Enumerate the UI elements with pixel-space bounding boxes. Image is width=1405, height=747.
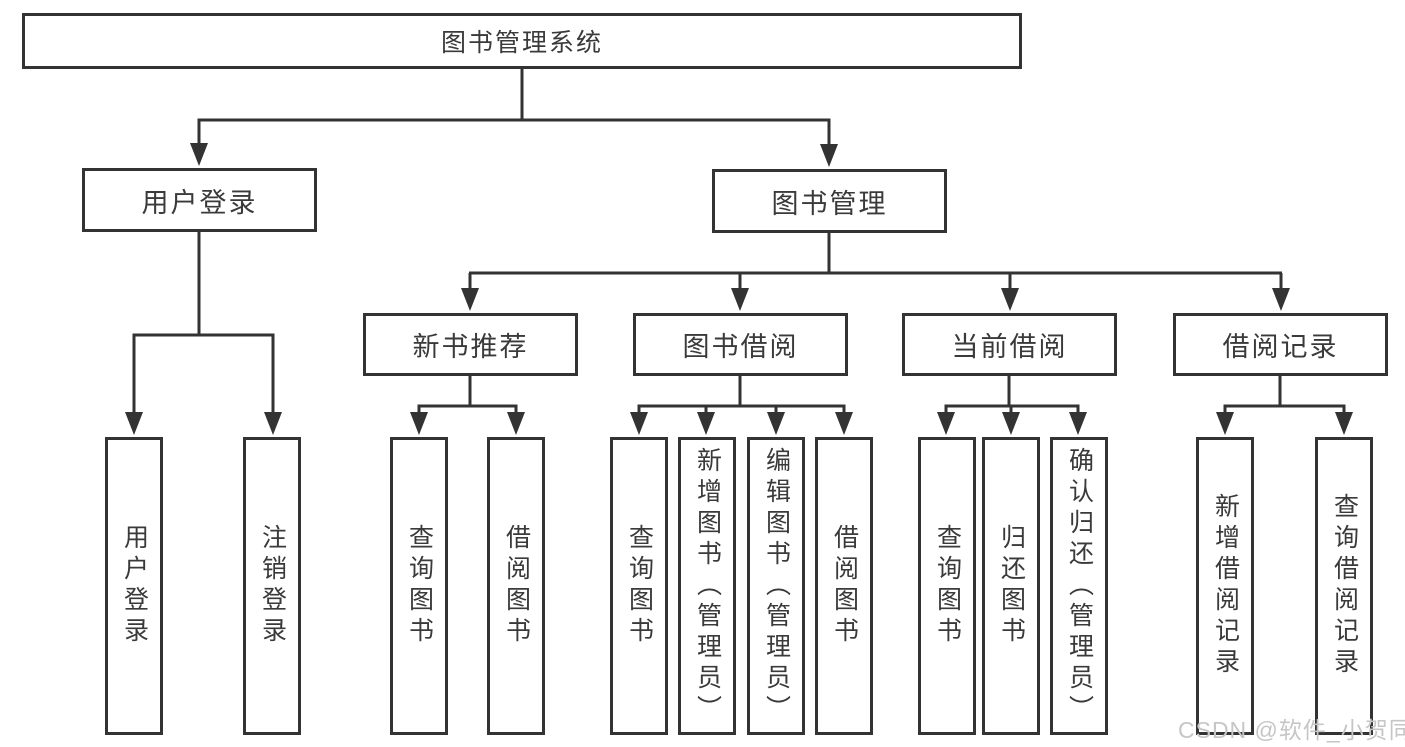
leaf-current-confirm-return-label: 确认归还（管理员） (1065, 446, 1094, 726)
node-borrow-records-label: 借阅记录 (1222, 332, 1339, 362)
leaf-borrow-edit-book-label: 编辑图书（管理员） (762, 446, 791, 726)
node-user-login-label: 用户登录 (141, 187, 258, 218)
leaf-current-query-label: 查询图书 (933, 524, 962, 648)
node-book-management: 图书管理 (712, 169, 947, 233)
leaf-user-login-label: 用户登录 (120, 524, 149, 648)
node-book-borrow-label: 图书借阅 (682, 332, 799, 362)
node-current-borrow: 当前借阅 (902, 313, 1117, 376)
leaf-current-query: 查询图书 (918, 437, 976, 735)
leaf-records-query: 查询借阅记录 (1315, 437, 1373, 735)
leaf-borrow-query-label: 查询图书 (625, 524, 654, 648)
leaf-current-confirm-return: 确认归还（管理员） (1050, 437, 1108, 735)
node-root-label: 图书管理系统 (440, 29, 603, 57)
node-book-borrow: 图书借阅 (633, 313, 848, 376)
leaf-borrow-borrow-book-label: 借阅图书 (830, 524, 859, 648)
leaf-borrow-query: 查询图书 (610, 437, 668, 735)
leaf-newbooks-borrow-label: 借阅图书 (502, 524, 531, 648)
leaf-user-login: 用户登录 (105, 437, 163, 735)
leaf-borrow-borrow-book: 借阅图书 (815, 437, 873, 735)
leaf-newbooks-borrow: 借阅图书 (487, 437, 545, 735)
node-current-borrow-label: 当前借阅 (951, 332, 1068, 362)
node-user-login: 用户登录 (82, 168, 317, 232)
leaf-current-return: 归还图书 (982, 437, 1040, 735)
node-root: 图书管理系统 (22, 13, 1022, 69)
leaf-borrow-add-book-label: 新增图书（管理员） (693, 446, 722, 726)
leaf-borrow-edit-book: 编辑图书（管理员） (747, 437, 805, 735)
leaf-records-add: 新增借阅记录 (1196, 437, 1254, 735)
leaf-current-return-label: 归还图书 (997, 524, 1026, 648)
leaf-newbooks-query: 查询图书 (390, 437, 448, 735)
leaf-records-add-label: 新增借阅记录 (1211, 493, 1240, 679)
node-borrow-records: 借阅记录 (1173, 313, 1388, 376)
leaf-borrow-add-book: 新增图书（管理员） (678, 437, 736, 735)
leaf-logout: 注销登录 (243, 437, 301, 735)
leaf-newbooks-query-label: 查询图书 (405, 524, 434, 648)
csdn-watermark: CSDN @软件_小贺同学 (1178, 717, 1405, 743)
leaf-records-query-label: 查询借阅记录 (1330, 493, 1359, 679)
node-book-management-label: 图书管理 (771, 188, 888, 219)
node-new-book-recommend: 新书推荐 (363, 313, 578, 376)
leaf-logout-label: 注销登录 (258, 524, 287, 648)
node-new-book-recommend-label: 新书推荐 (412, 332, 529, 362)
